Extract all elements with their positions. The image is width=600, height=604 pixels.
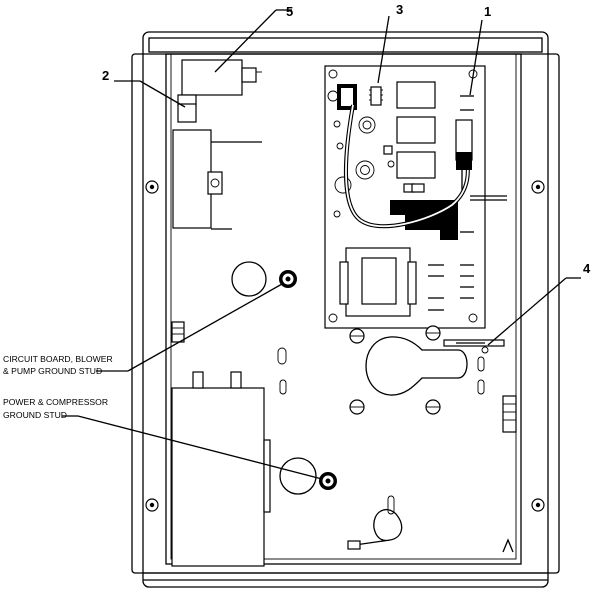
component-4-probe (443, 339, 505, 354)
ground-stud-compressor-icon (319, 472, 337, 490)
keyhole-cutout (365, 336, 468, 396)
label-line: CIRCUIT BOARD, BLOWER (3, 354, 113, 364)
mounting-screw-icon (145, 180, 545, 512)
callout-number-5: 5 (286, 4, 293, 19)
callout-3: 3 (377, 2, 403, 84)
callout-2: 2 (102, 68, 186, 108)
ground-stud-pump-icon (279, 270, 297, 288)
bottom-tab (502, 538, 514, 553)
knockout-hole (231, 261, 317, 495)
label-pump-ground-stud: CIRCUIT BOARD, BLOWER & PUMP GROUND STUD (3, 283, 283, 376)
label-line: GROUND STUD (3, 410, 67, 420)
right-terminal-block (502, 395, 517, 433)
callout-number-3: 3 (396, 2, 403, 17)
label-line: POWER & COMPRESSOR (3, 397, 108, 407)
callout-number-4: 4 (583, 261, 591, 276)
mounting-slots (277, 347, 485, 515)
callout-5: 5 (214, 4, 293, 73)
label-line: & PUMP GROUND STUD (3, 366, 102, 376)
label-compressor-ground-stud: POWER & COMPRESSOR GROUND STUD (3, 397, 323, 480)
capacitor (171, 371, 271, 567)
callout-4: 4 (487, 261, 591, 346)
circuit-board (324, 65, 507, 329)
callout-1: 1 (469, 4, 491, 96)
cable-tie (347, 509, 403, 550)
left-terminal-block (171, 321, 185, 343)
enclosure (131, 31, 560, 588)
callout-number-2: 2 (102, 68, 109, 83)
component-2-bracket (172, 103, 262, 230)
callout-number-1: 1 (484, 4, 491, 19)
board-standoff-icon (349, 325, 441, 415)
component-5-relay (177, 59, 262, 106)
